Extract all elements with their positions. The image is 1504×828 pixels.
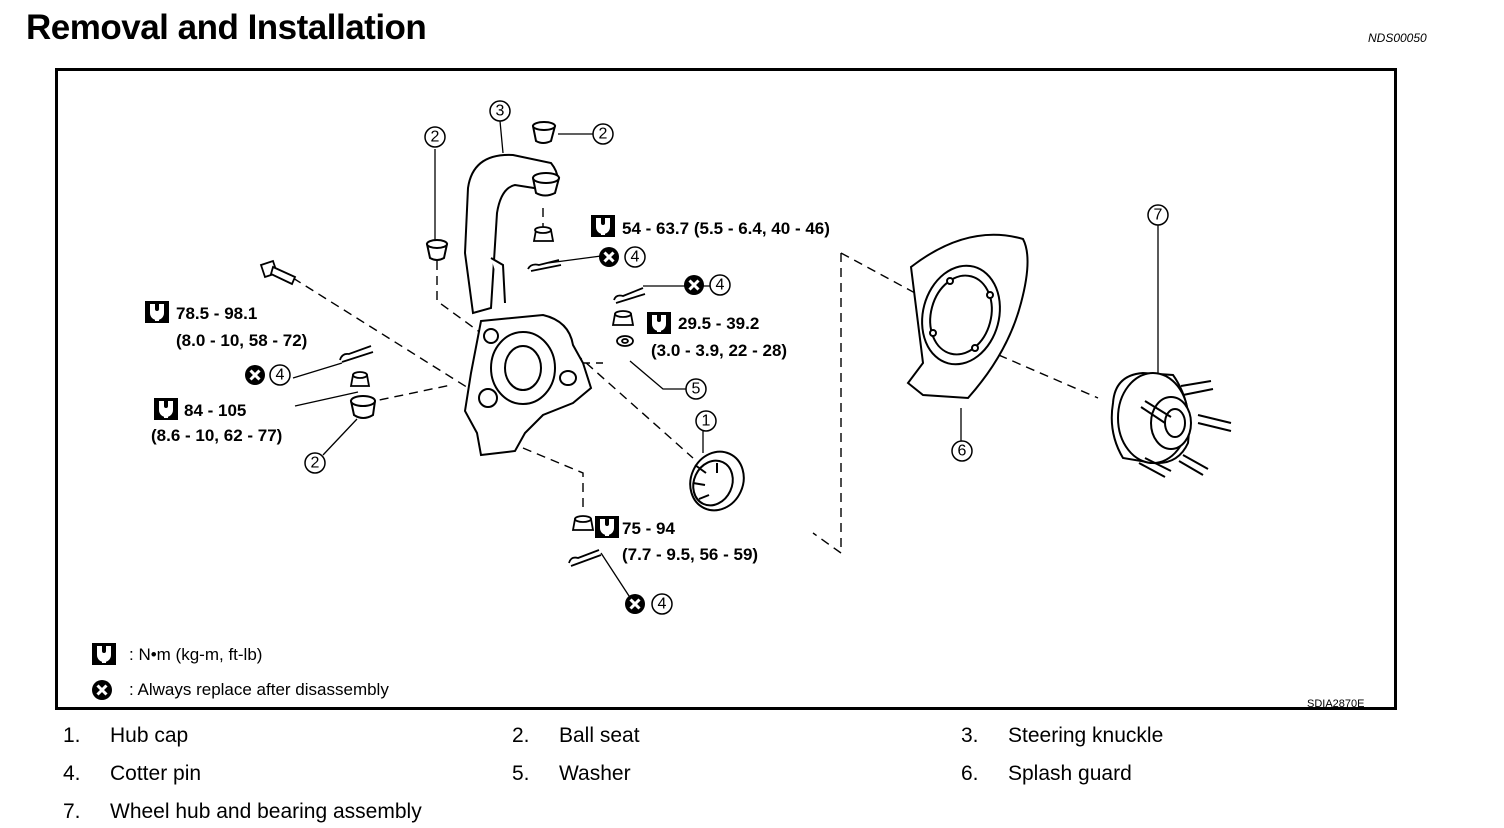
- figure-id: SDIA2870E: [1307, 698, 1364, 707]
- callout-1-circle: [695, 410, 717, 432]
- nut-bottom: [571, 515, 595, 531]
- bolt: [259, 259, 297, 286]
- part-number: 1.: [63, 724, 81, 747]
- part-name: Hub cap: [110, 724, 189, 747]
- callout-6-circle: [951, 440, 973, 462]
- part-name: Splash guard: [1008, 762, 1132, 785]
- torque-label: (3.0 - 3.9, 22 - 28): [651, 341, 787, 360]
- replace-icon: [623, 592, 647, 616]
- callout-4: 4: [276, 367, 285, 384]
- callout-2: 2: [311, 455, 320, 472]
- part-name: Washer: [559, 762, 631, 785]
- ball-seat-left: [425, 239, 449, 261]
- nut-left: [349, 371, 371, 387]
- torque-label: 84 - 105: [184, 401, 246, 420]
- callout-4-circle: [651, 593, 673, 615]
- torque-label: (8.6 - 10, 62 - 77): [151, 426, 282, 445]
- part-name: Steering knuckle: [1008, 724, 1164, 747]
- document-code: NDS00050: [1368, 31, 1427, 45]
- part-number: 4.: [63, 762, 81, 785]
- callout-4-circle: [709, 274, 731, 296]
- callout-2-circle: [424, 126, 446, 148]
- torque-label: 78.5 - 98.1: [176, 304, 257, 323]
- torque-legend-icon: [92, 643, 116, 665]
- torque-icon: [647, 312, 671, 334]
- torque-label: 54 - 63.7 (5.5 - 6.4, 40 - 46): [622, 219, 830, 238]
- torque-icon: [154, 398, 178, 420]
- ball-seat-knuckle-top: [531, 172, 561, 197]
- callout-2: 2: [599, 126, 608, 143]
- replace-legend-icon: [90, 678, 114, 702]
- callout-4: 4: [631, 249, 640, 266]
- part-number: 5.: [512, 762, 530, 785]
- callout-3: 3: [496, 103, 505, 120]
- callout-4-circle: [624, 246, 646, 268]
- callout-1: 1: [702, 413, 711, 430]
- nut-top: [532, 226, 555, 242]
- callout-6: 6: [958, 443, 967, 460]
- ball-seat-top: [531, 121, 557, 144]
- legend-replace-text: : Always replace after disassembly: [129, 680, 389, 699]
- part-number: 6.: [961, 762, 979, 785]
- callout-7-circle: [1147, 204, 1169, 226]
- steering-knuckle: [463, 153, 593, 457]
- page-title: Removal and Installation: [26, 8, 427, 47]
- torque-icon: [591, 215, 615, 237]
- parts-list: 1. Hub cap 2. Ball seat 3. Steering knuc…: [0, 718, 1504, 828]
- callout-4-circle: [269, 364, 291, 386]
- replace-icon: [682, 273, 706, 297]
- part-name: Cotter pin: [110, 762, 202, 785]
- cotter-pins: [339, 259, 646, 567]
- solid-leader-lines: [292, 120, 1159, 600]
- callout-4: 4: [716, 277, 725, 294]
- replace-icon: [243, 363, 267, 387]
- torque-label: 75 - 94: [622, 519, 675, 538]
- wheel-hub-bearing: [1110, 371, 1232, 478]
- ball-seat-lower: [349, 395, 377, 419]
- part-number: 2.: [512, 724, 530, 747]
- callout-5-circle: [685, 378, 707, 400]
- washer: [616, 335, 634, 347]
- callout-5: 5: [692, 381, 701, 398]
- torque-label: (8.0 - 10, 58 - 72): [176, 331, 307, 350]
- callout-3-circle: [489, 100, 511, 122]
- part-name: Ball seat: [559, 724, 640, 747]
- splash-guard: [906, 233, 1029, 400]
- callout-2: 2: [431, 129, 440, 146]
- legend-torque-text: : N•m (kg-m, ft-lb): [129, 645, 262, 664]
- torque-icon: [595, 516, 619, 538]
- callout-2-circle: [304, 452, 326, 474]
- part-name: Wheel hub and bearing assembly: [110, 800, 422, 823]
- torque-icon: [145, 301, 169, 323]
- torque-label: 29.5 - 39.2: [678, 314, 759, 333]
- callout-7: 7: [1154, 207, 1163, 224]
- exploded-diagram: 2 3 2 4 4 4 5 1 2 4 6 7 54 - 63.7 (5.5 -…: [55, 68, 1397, 710]
- part-number: 3.: [961, 724, 979, 747]
- hub-cap: [689, 450, 745, 512]
- nut-mid: [611, 310, 635, 326]
- callout-4: 4: [658, 596, 667, 613]
- replace-icon: [597, 245, 621, 269]
- torque-label: (7.7 - 9.5, 56 - 59): [622, 545, 758, 564]
- callout-2-circle: [592, 123, 614, 145]
- part-number: 7.: [63, 800, 81, 823]
